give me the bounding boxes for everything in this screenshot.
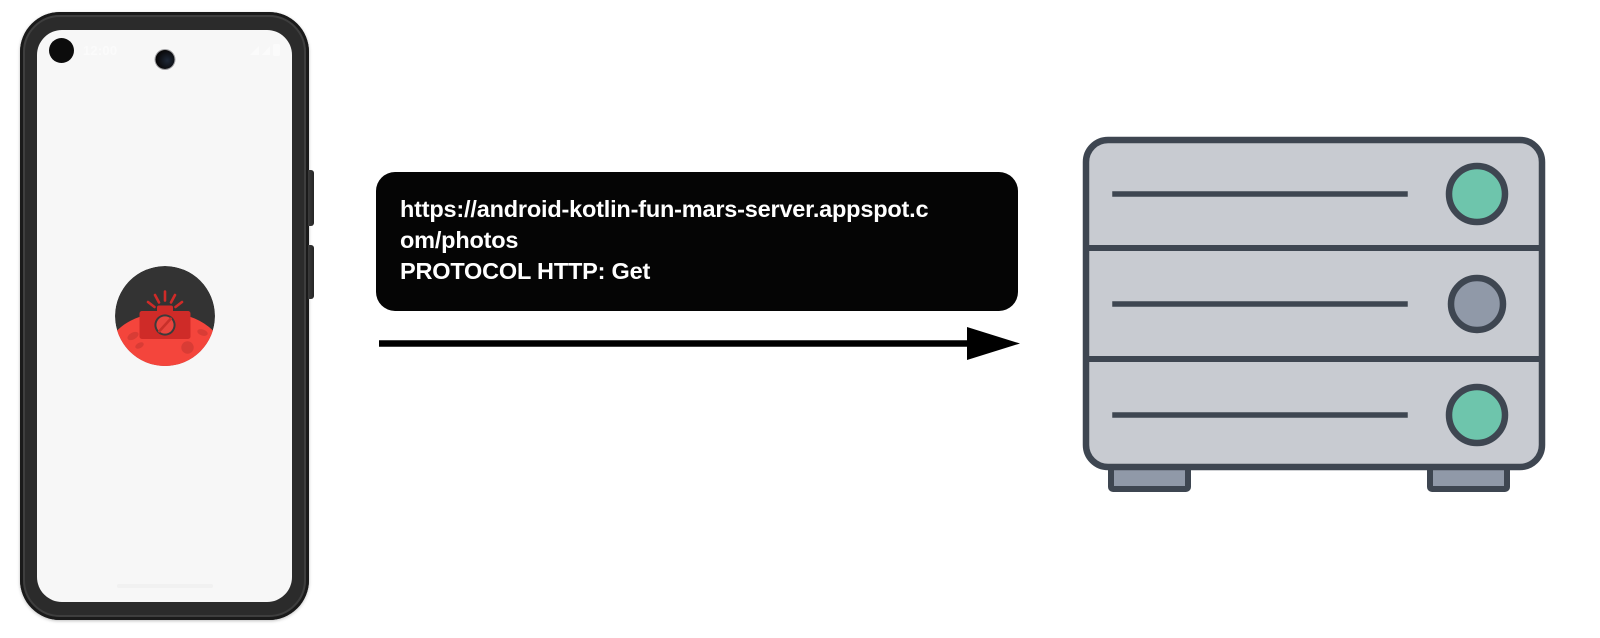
mars-photos-app-icon[interactable] — [114, 266, 215, 367]
tooltip-url-line-2: om/photos — [400, 227, 519, 253]
rack-unit-1 — [1112, 162, 1509, 226]
camera-flash-rays — [146, 290, 183, 309]
mars-crater-2 — [134, 342, 144, 349]
mars-crater-1 — [126, 331, 139, 341]
status-bar: 12:00 — [37, 30, 292, 70]
camera-lens-glint — [157, 317, 172, 333]
mars-crater-3 — [196, 329, 208, 336]
phone-screen[interactable]: 12:00 — [37, 30, 292, 602]
tooltip-url-line-1: https://android-kotlin-fun-mars-server.a… — [400, 196, 929, 222]
front-camera-icon — [155, 50, 174, 69]
wifi-icon — [262, 45, 270, 55]
power-button[interactable] — [308, 170, 314, 226]
http-request-tooltip: https://android-kotlin-fun-mars-server.a… — [376, 172, 1018, 311]
gesture-home-indicator[interactable] — [116, 584, 213, 588]
android-phone: 12:00 — [20, 12, 314, 620]
mars-crater-large — [180, 341, 194, 354]
rack-unit-2-led — [1447, 274, 1507, 334]
volume-button[interactable] — [308, 245, 314, 299]
rack-unit-3-led — [1445, 383, 1509, 447]
notification-dot-icon — [49, 37, 74, 63]
rack-unit-1-led — [1445, 162, 1509, 226]
tooltip-protocol-line: PROTOCOL HTTP: Get — [400, 258, 651, 284]
signal-icon — [250, 45, 259, 55]
camera-glyph — [139, 305, 190, 339]
web-server — [1082, 136, 1546, 492]
rack-unit-2 — [1112, 274, 1507, 334]
request-arrow — [379, 327, 1020, 360]
mars-icon-artwork — [114, 266, 215, 366]
status-bar-time: 12:00 — [83, 42, 118, 58]
status-bar-icons — [250, 44, 280, 56]
arrow-head-icon — [967, 327, 1020, 360]
battery-icon — [273, 44, 280, 56]
rack-unit-3 — [1112, 383, 1509, 447]
